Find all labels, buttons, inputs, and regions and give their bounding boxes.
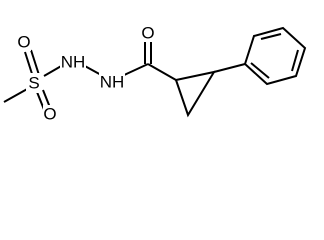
sulfur-label: S [28, 74, 39, 93]
nitrogen-sulfonamide-label: NH [61, 53, 86, 72]
phenyl-double-bond-2 [291, 49, 299, 72]
phenyl-ring [243, 26, 307, 86]
bond-sulfur-nitrogen [43, 64, 64, 77]
oxygen-carbonyl-label: O [141, 24, 154, 43]
bond-cyclopropane-phenyl [213, 63, 246, 73]
cyclopropane-ring [174, 70, 217, 118]
nitrogen-amide-label: NH [100, 73, 125, 92]
bond-sulfur-oxygen-top-b [30, 49, 40, 76]
oxygen-sulfonyl-top-label: O [17, 33, 30, 52]
bond-nitrogen-carbonyl [121, 63, 149, 77]
bond-sulfur-oxygen-top-a [24, 51, 34, 78]
chemical-structure: S O O NH NH O [3, 24, 307, 124]
bond-methyl-sulfur [3, 87, 30, 103]
oxygen-sulfonyl-bottom-label: O [43, 105, 56, 124]
phenyl-double-bond-1 [260, 33, 282, 40]
bond-carbonyl-cyclopropane [147, 63, 177, 81]
phenyl-double-bond-3 [250, 62, 270, 79]
